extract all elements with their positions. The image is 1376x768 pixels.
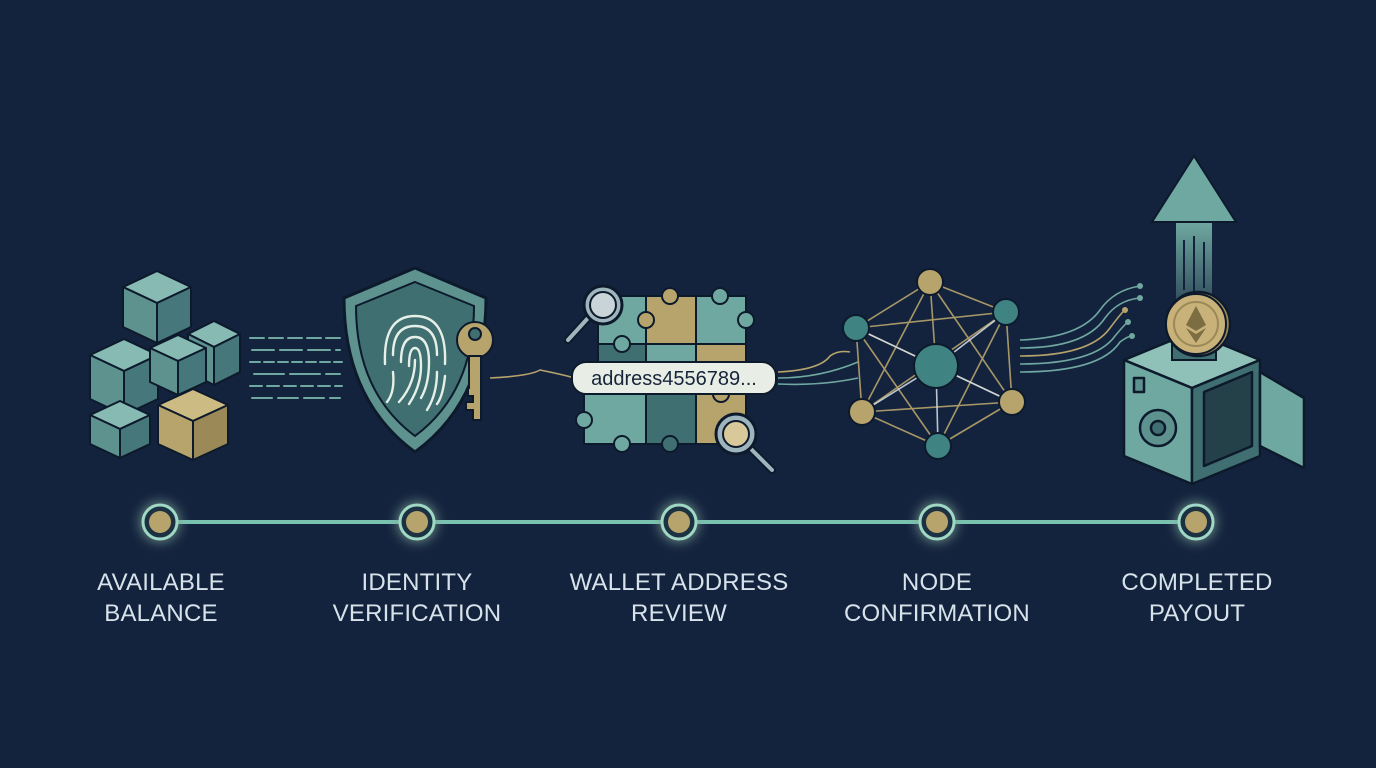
step-label-available-balance: AVAILABLE BALANCE [97,569,225,627]
magnifier-icon [714,412,776,474]
timeline-node [398,503,436,541]
key-icon [456,321,494,421]
address-text: address4556789... [591,368,757,390]
timeline-node [141,503,179,541]
node-network-icon [842,268,1026,460]
timeline-node [918,503,956,541]
step-label-identity-verification: IDENTITY VERIFICATION [332,569,502,627]
timeline-node [1177,503,1215,541]
address-tag: address4556789... [571,361,777,395]
data-stream-lines-2 [777,350,859,386]
data-stream-lines-1 [249,337,343,399]
stacked-cubes-icon [89,270,241,461]
fingerprint-shield-key-icon [342,266,576,454]
step-label-completed-payout: COMPLETED PAYOUT [1121,569,1273,627]
safe-coin-arrow-icon [1122,154,1306,486]
step-label-wallet-address-review: WALLET ADDRESS REVIEW [569,569,789,627]
ethereum-coin-icon [1164,290,1232,361]
fingerprint-icon [383,314,447,412]
timeline-node [660,503,698,541]
step-label-node-confirmation: NODE CONFIRMATION [844,569,1030,627]
magnifier-icon [564,284,624,344]
timeline [141,503,1215,541]
data-stream-lines-3 [1019,283,1143,373]
